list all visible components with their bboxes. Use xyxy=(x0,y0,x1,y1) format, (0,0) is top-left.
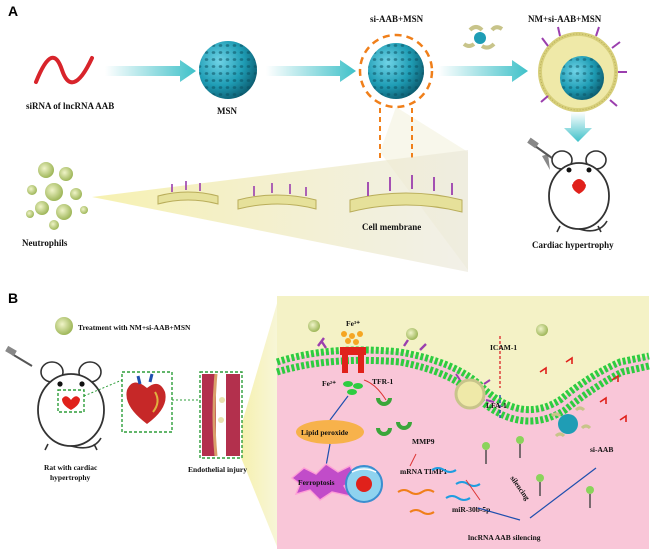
membrane-patch-medium xyxy=(237,183,317,210)
endothelial-injury-label: Endothelial injury xyxy=(188,465,247,474)
mir-label: miR-30b-5p xyxy=(452,505,490,514)
arrow-sirna-to-msn xyxy=(105,60,196,82)
tfr1-protein-icon xyxy=(376,398,392,406)
arrow-msn-to-si-aab xyxy=(266,60,356,82)
si-aab-msn-sphere-icon xyxy=(368,43,424,99)
rat-cardiac-hypertrophy-icon xyxy=(37,361,105,451)
mrna-timp1-label: mRNA TIMP1 xyxy=(400,467,447,476)
cell-membrane-label: Cell membrane xyxy=(362,222,421,232)
arrow-to-lipid xyxy=(329,395,349,421)
sirna-fragments-icon xyxy=(539,356,627,422)
lncrna-hairpin-icon xyxy=(482,436,594,508)
tfr1-label: TFR-1 xyxy=(372,377,393,386)
mrna-strand-icon xyxy=(397,467,457,515)
rat-label-line2: hypertrophy xyxy=(50,473,91,482)
mirna-icon xyxy=(445,481,481,501)
syringe-icon xyxy=(5,345,33,367)
membrane-fragments-icon xyxy=(462,25,504,50)
treatment-nanoparticle-icon xyxy=(55,317,73,335)
lncrna-silencing-label: lncRNA AAB silencing xyxy=(468,533,541,542)
light-beam-panel-b xyxy=(240,300,278,549)
membrane-patch-small xyxy=(157,181,219,205)
sirna-strand-icon xyxy=(34,55,94,85)
arrow-to-ferroptosis xyxy=(325,443,331,467)
nm-coated-nanoparticle-icon xyxy=(538,26,627,120)
ferroptosis-burst xyxy=(290,463,357,501)
mmp9-protein-icon xyxy=(376,422,412,436)
lipid-peroxide-label: Lipid peroxide xyxy=(301,428,349,437)
zoom-connector-1 xyxy=(83,379,123,397)
timp1-inhibit-mmp9 xyxy=(409,453,417,467)
lipid-peroxide-bubble xyxy=(296,420,364,444)
nm-si-aab-msn-label: NM+si-AAB+MSN xyxy=(528,14,602,24)
msn-label: MSN xyxy=(217,106,238,116)
fe3-ions-icon xyxy=(341,331,363,345)
fe2-ions-icon xyxy=(343,381,363,395)
msn-sphere-icon xyxy=(199,41,257,99)
si-aab-msn-dashed-ring xyxy=(358,33,434,109)
mir-inhibit-timp1 xyxy=(465,479,481,501)
mouse-cardiac-hypertrophy-icon xyxy=(527,137,610,233)
tfr1-inhibit-line xyxy=(363,379,387,401)
cardiac-hypertrophy-label: Cardiac hypertrophy xyxy=(532,240,614,250)
light-beam-neutrophils xyxy=(92,150,468,272)
arrow-to-mir xyxy=(477,507,521,521)
si-aab-label: si-AAB xyxy=(590,445,613,454)
vessel-wall-icon xyxy=(202,373,240,457)
neutrophils-label: Neutrophils xyxy=(22,238,68,248)
si-aab-release-icon xyxy=(550,406,592,438)
icam1-label: ICAM-1 xyxy=(490,343,517,352)
treatment-label: Treatment with NM+si-AAB+MSN xyxy=(78,323,191,332)
cell-nucleus-icon xyxy=(345,465,383,503)
si-aab-msn-label: si-AAB+MSN xyxy=(370,14,424,24)
fe2-label: Fe²⁺ xyxy=(322,379,336,388)
panel-a-letter: A xyxy=(8,3,18,19)
neutrophils-icon xyxy=(26,162,88,230)
mmp9-label: MMP9 xyxy=(412,437,435,446)
transferrin-receptor-icon xyxy=(340,347,366,373)
lfa1-label: LFA-1 xyxy=(486,401,507,410)
rat-label-line1: Rat with cardiac xyxy=(44,463,98,472)
membrane-nanoparticle-icon xyxy=(454,373,495,410)
arrow-silencing xyxy=(529,467,597,519)
arrow-to-mouse xyxy=(564,112,592,142)
panel-b-letter: B xyxy=(8,290,18,306)
membrane-patch-large xyxy=(349,175,463,213)
fe3-label: Fe³⁺ xyxy=(346,319,360,328)
extracellular-particles-icon xyxy=(308,320,548,351)
heart-zoom-box xyxy=(57,389,85,413)
arrow-to-nm-si-aab xyxy=(438,60,528,82)
ferroptosis-label: Ferroptosis xyxy=(298,478,335,487)
sirna-label: siRNA of lncRNA AAB xyxy=(26,101,114,111)
heart-icon xyxy=(126,373,166,424)
